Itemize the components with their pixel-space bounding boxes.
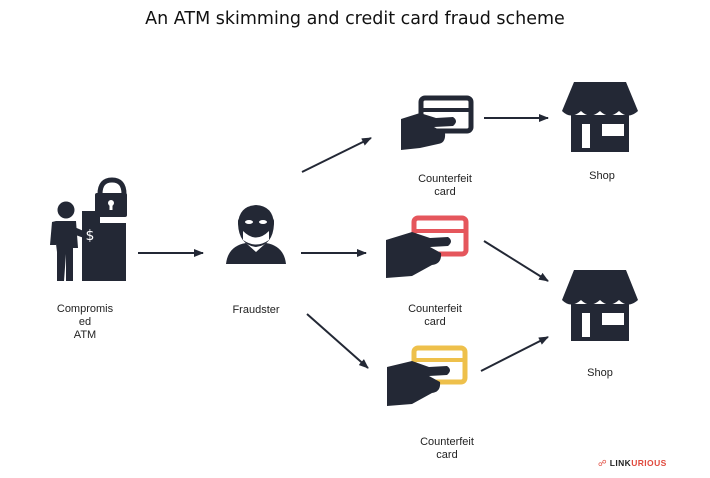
diagram-title: An ATM skimming and credit card fraud sc… — [145, 9, 565, 29]
person-at-atm-with-padlock-icon: $ — [50, 177, 127, 281]
shop-top-label: Shop — [589, 170, 615, 182]
atm-label: Compromis ed ATM — [56, 303, 114, 341]
shop-bot-label: Shop — [587, 367, 613, 379]
hand-holding-card-icon — [386, 215, 469, 278]
hand-holding-card-icon — [387, 345, 468, 406]
linkurious-logo: ☍ LINKURIOUS — [598, 458, 667, 468]
hand-holding-card-icon — [401, 95, 474, 150]
arrow-card-bot-to-shop-bot — [480, 336, 549, 372]
linkurious-logo-icon: ☍ — [598, 458, 608, 468]
shop-storefront-icon — [562, 270, 638, 341]
masked-fraudster-icon — [226, 205, 286, 264]
fraudster-label: Fraudster — [232, 304, 280, 316]
arrow-fraudster-to-card-top — [301, 137, 372, 173]
card-mid-label: Counterfeit card — [408, 303, 462, 328]
arrow-fraudster-to-card-bot — [306, 313, 369, 369]
svg-text:$: $ — [86, 228, 95, 244]
card-bot-label: Counterfeit card — [420, 436, 474, 461]
shop-storefront-icon — [562, 82, 638, 152]
card-top-label: Counterfeit card — [418, 173, 472, 198]
arrow-card-mid-to-shop-bot — [483, 240, 549, 282]
